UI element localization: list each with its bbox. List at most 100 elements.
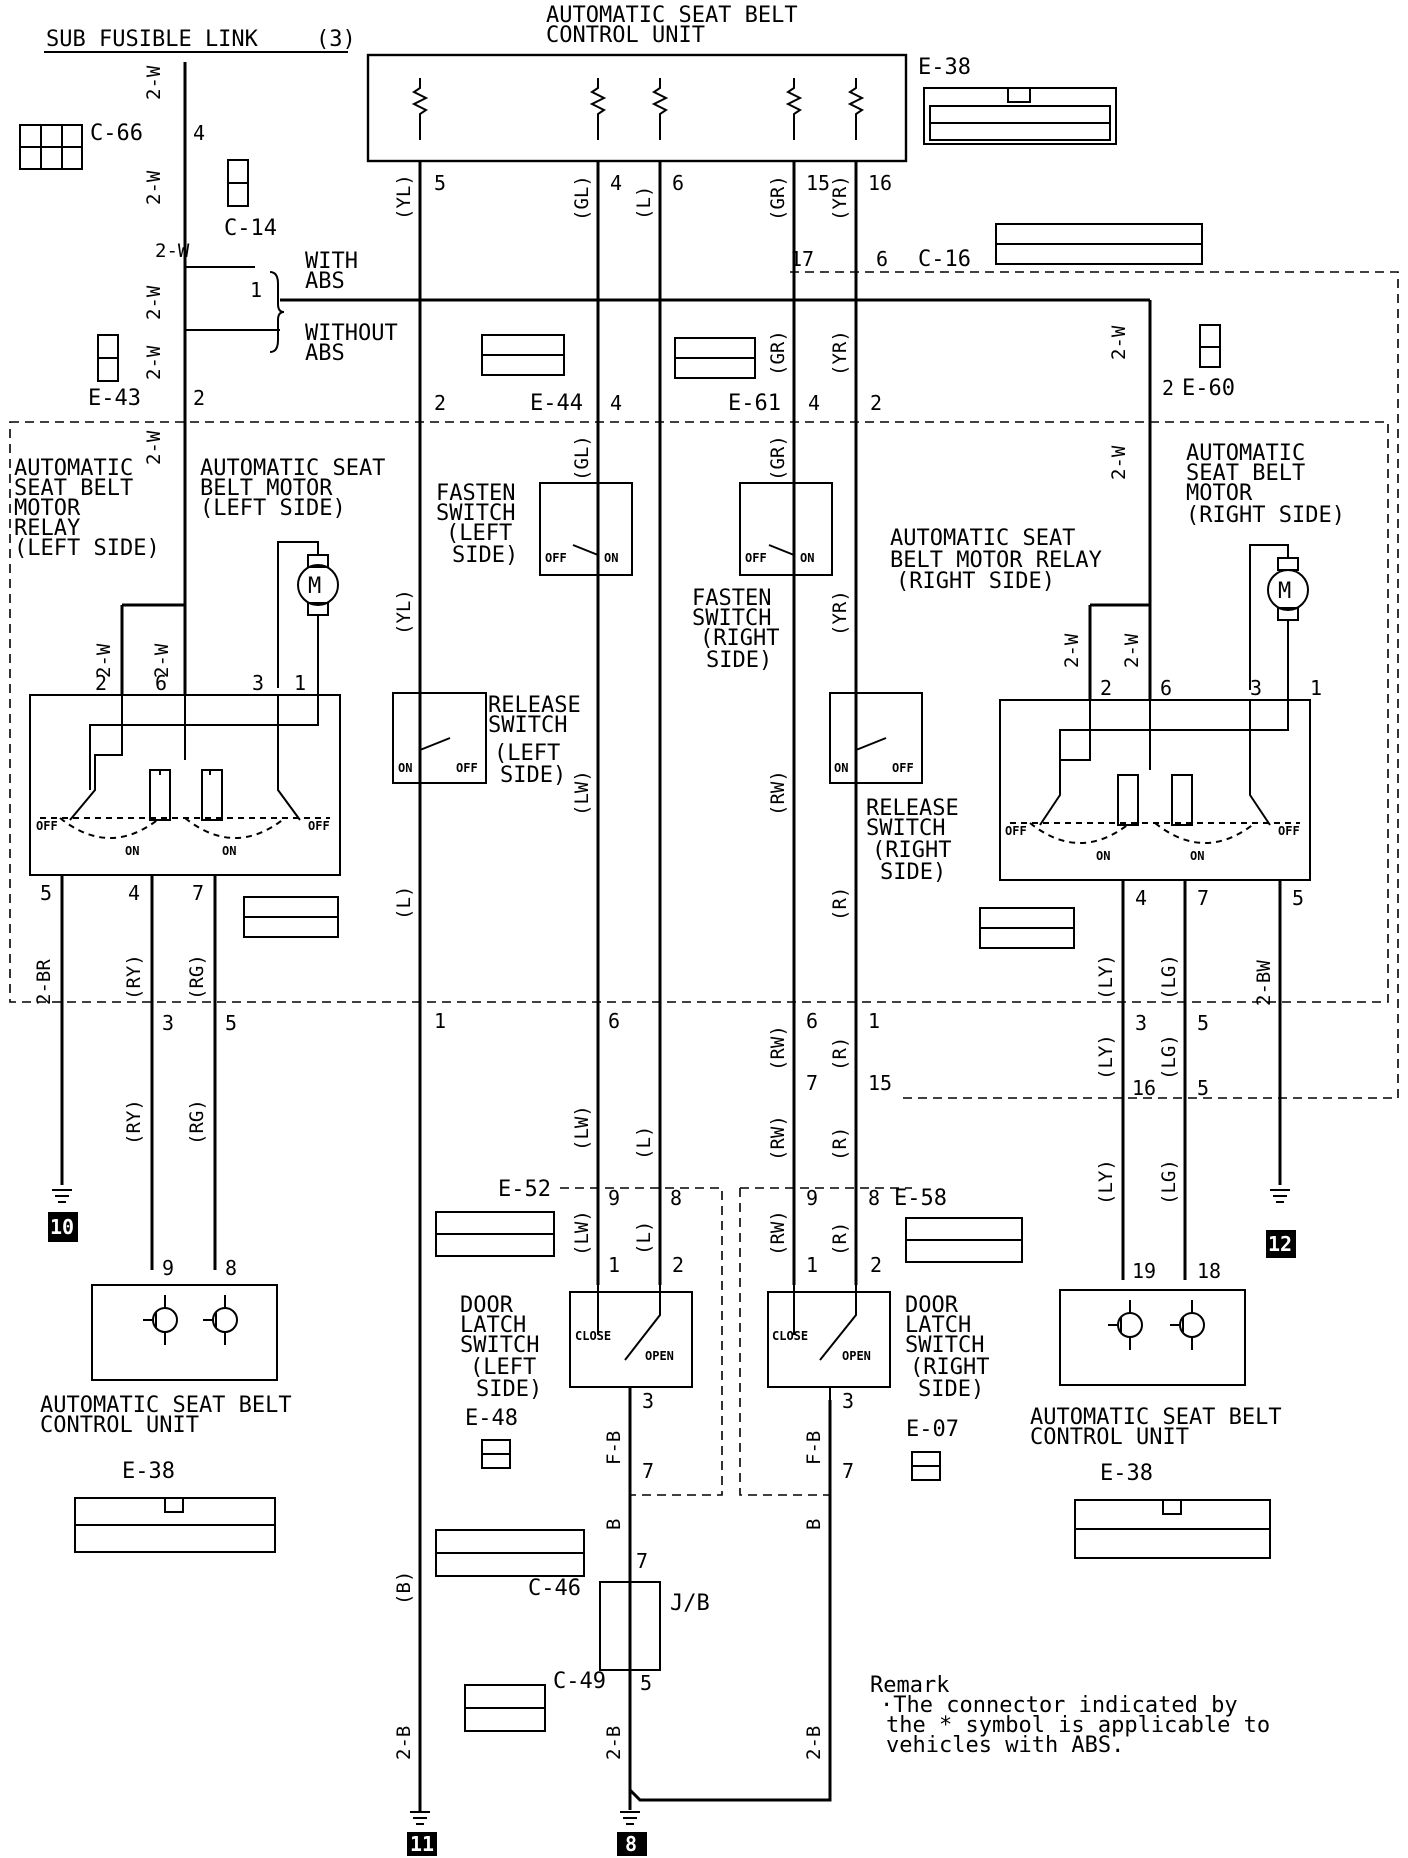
svg-text:CLOSE: CLOSE (575, 1329, 611, 1343)
svg-text:2: 2 (95, 671, 107, 695)
svg-text:2: 2 (870, 1253, 882, 1277)
svg-text:RELAY: RELAY (14, 516, 80, 541)
wire-label: 2-W (143, 65, 165, 100)
svg-text:SEAT BELT: SEAT BELT (1186, 461, 1305, 486)
svg-text:OPEN: OPEN (842, 1349, 871, 1363)
control-unit-right-transistors (1108, 1300, 1205, 1350)
svg-text:(RIGHT: (RIGHT (700, 626, 779, 651)
svg-text:(RG): (RG) (186, 954, 208, 1000)
svg-text:MOTOR: MOTOR (1186, 481, 1253, 506)
sub-fusible-link-ref: (3) (316, 27, 356, 52)
svg-text:ON: ON (1096, 849, 1110, 863)
svg-text:BELT MOTOR: BELT MOTOR (200, 476, 333, 501)
connector-e61 (674, 337, 756, 379)
svg-text:7: 7 (192, 881, 204, 905)
fasten-switch-right-name: FASTEN (692, 586, 771, 611)
connector-c14 (227, 159, 249, 207)
svg-text:SIDE): SIDE) (880, 860, 946, 885)
svg-text:5: 5 (40, 881, 52, 905)
svg-text:7: 7 (806, 1071, 818, 1095)
svg-text:BELT MOTOR RELAY: BELT MOTOR RELAY (890, 548, 1102, 573)
connector-e38-right (1074, 1499, 1271, 1559)
svg-text:(R): (R) (829, 1037, 851, 1071)
svg-text:(GR): (GR) (767, 175, 789, 221)
connector-e44 (481, 334, 565, 376)
svg-text:(L): (L) (633, 1221, 655, 1255)
relay-right-internals (1010, 690, 1300, 844)
relay-left-internals (40, 688, 330, 839)
connector-c46 (435, 1529, 585, 1577)
resistor-symbols (411, 78, 865, 140)
connector-e38-left (74, 1497, 276, 1553)
without-abs-2: ABS (305, 341, 345, 366)
svg-text:LATCH: LATCH (460, 1313, 526, 1338)
svg-text:1: 1 (434, 1009, 446, 1033)
svg-text:2: 2 (193, 386, 205, 410)
svg-text:1: 1 (608, 1253, 620, 1277)
c16-dashed-region (790, 271, 1399, 1099)
fasten-switch-right-box (739, 482, 833, 576)
svg-text:(LW): (LW) (571, 1210, 593, 1256)
motor-right-name: AUTOMATIC (1186, 441, 1305, 466)
svg-text:1: 1 (1310, 676, 1322, 700)
svg-text:E-44: E-44 (530, 391, 583, 416)
svg-text:8: 8 (670, 1186, 682, 1210)
svg-text:(R): (R) (829, 887, 851, 921)
control-unit-title-1: AUTOMATIC SEAT BELT (546, 3, 798, 28)
svg-text:(LY): (LY) (1095, 954, 1117, 1000)
wire-label: 2-W (143, 345, 165, 380)
svg-text:3: 3 (1250, 676, 1262, 700)
ground-8-icon (617, 1811, 647, 1856)
junction-block-jb (599, 1581, 661, 1671)
wire-label: 2-W (1108, 325, 1130, 360)
svg-text:SIDE): SIDE) (918, 1377, 984, 1402)
svg-text:4: 4 (128, 881, 140, 905)
remark-title: Remark (870, 1673, 949, 1698)
svg-text:1: 1 (250, 278, 262, 302)
svg-text:(LEFT SIDE): (LEFT SIDE) (14, 536, 160, 561)
ground-10-icon (48, 1189, 78, 1242)
wire-label: 2-W (1108, 445, 1130, 480)
svg-text:3: 3 (252, 671, 264, 695)
svg-text:(LEFT SIDE): (LEFT SIDE) (200, 496, 346, 521)
svg-text:6: 6 (1160, 676, 1172, 700)
svg-text:2-B: 2-B (603, 1726, 625, 1760)
svg-text:5: 5 (1197, 1011, 1209, 1035)
release-switch-right-name: RELEASE (866, 796, 959, 821)
connector-e58 (905, 1217, 1023, 1263)
svg-text:8: 8 (225, 1256, 237, 1280)
svg-text:2: 2 (1162, 376, 1174, 400)
svg-text:5: 5 (225, 1011, 237, 1035)
svg-text:5: 5 (1292, 886, 1304, 910)
svg-text:3: 3 (162, 1011, 174, 1035)
connector-e38-top (923, 87, 1117, 145)
svg-text:(RW): (RW) (767, 1210, 789, 1256)
svg-text:(YL): (YL) (393, 589, 415, 635)
e38-top-label: E-38 (918, 55, 971, 80)
svg-text:SIDE): SIDE) (500, 763, 566, 788)
svg-text:7: 7 (636, 1549, 648, 1573)
abs-brace (269, 271, 285, 353)
svg-text:ON: ON (1190, 849, 1204, 863)
sub-fusible-link-title: SUB FUSIBLE LINK (46, 27, 259, 52)
svg-text:SIDE): SIDE) (452, 543, 518, 568)
ground-11-label: 11 (410, 1832, 434, 1856)
relay-left-name: AUTOMATIC (14, 456, 133, 481)
connector-c49 (464, 1684, 546, 1732)
svg-text:(RW): (RW) (767, 1115, 789, 1161)
control-unit-right-box (1059, 1289, 1246, 1386)
svg-text:E-58: E-58 (894, 1186, 947, 1211)
svg-text:(GL): (GL) (571, 175, 593, 221)
svg-text:SWITCH: SWITCH (436, 501, 515, 526)
svg-text:(RIGHT: (RIGHT (910, 1355, 989, 1380)
svg-text:(LEFT: (LEFT (494, 741, 560, 766)
ground-8-label: 8 (625, 1832, 637, 1856)
connector-e52 (435, 1211, 555, 1257)
svg-text:(B): (B) (393, 1571, 415, 1605)
svg-text:(RG): (RG) (186, 1099, 208, 1145)
dashed-region-relays (9, 421, 1389, 1003)
svg-text:SWITCH: SWITCH (905, 1333, 984, 1358)
svg-text:OPEN: OPEN (645, 1349, 674, 1363)
svg-text:(LW): (LW) (571, 1105, 593, 1151)
svg-text:OFF: OFF (545, 551, 567, 565)
